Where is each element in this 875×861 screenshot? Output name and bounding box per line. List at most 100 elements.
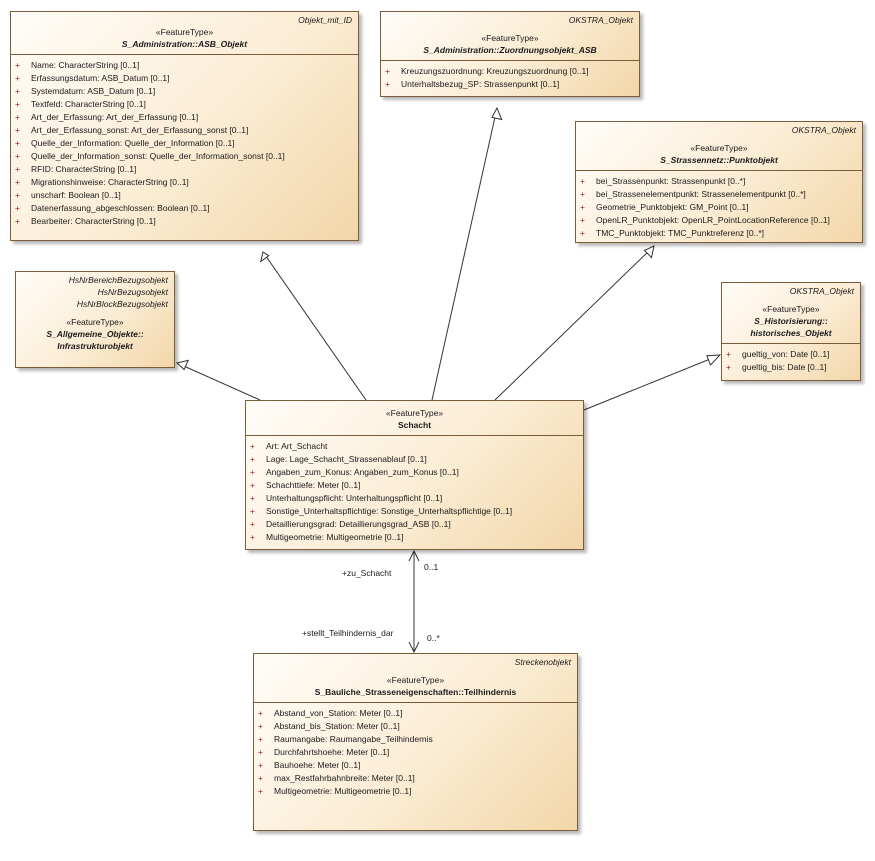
generalization-infrastrukturobjekt [176, 362, 261, 401]
class-zuordnungsobjekt-asb[interactable]: OKSTRA_Objekt «FeatureType» S_Administra… [380, 11, 640, 97]
attribute-row[interactable]: +Systemdatum: ASB_Datum [0..1] [15, 85, 354, 98]
class-asb-objekt[interactable]: Objekt_mit_ID «FeatureType» S_Administra… [10, 11, 359, 241]
attribute-row[interactable]: +Quelle_der_Information: Quelle_der_Info… [15, 137, 354, 150]
attribute-row[interactable]: +OpenLR_Punktobjekt: OpenLR_PointLocatio… [580, 214, 858, 227]
visibility-marker: + [726, 362, 731, 372]
attribute-row[interactable]: +Bearbeiter: CharacterString [0..1] [15, 215, 354, 228]
attribute-row[interactable]: +Unterhaltungspflicht: Unterhaltungspfli… [250, 492, 579, 505]
multiplicity-upper: 0..1 [424, 562, 439, 572]
attribute-text: Textfeld: CharacterString [0..1] [31, 99, 146, 109]
visibility-marker: + [385, 66, 390, 76]
class-historisches-objekt[interactable]: OKSTRA_Objekt «FeatureType» S_Historisie… [721, 282, 861, 381]
visibility-marker: + [580, 215, 585, 225]
class-name-line2: historisches_Objekt [750, 328, 832, 338]
attribute-row[interactable]: + Sonstige_Unterhaltspflichtige: Sonstige… [250, 505, 579, 518]
visibility-marker: + [258, 734, 263, 744]
attribute-row[interactable]: +Raumangabe: Raumangabe_Teilhindernis [258, 733, 573, 746]
visibility-marker: + [15, 112, 20, 122]
stereotype-label: «FeatureType» [385, 408, 444, 418]
attribute-list: +Name: CharacterString [0..1]+Erfassungs… [11, 54, 358, 230]
visibility-marker: + [250, 506, 255, 516]
attribute-row[interactable]: + Angaben_zum_Konus: Angaben_zum_Konus [0… [250, 466, 579, 479]
attribute-row[interactable]: +Durchfahrtshoehe: Meter [0..1] [258, 746, 573, 759]
class-schacht[interactable]: «FeatureType» Schacht +Art: Art_Schacht+… [245, 400, 584, 550]
attribute-row[interactable]: +Name: CharacterString [0..1] [15, 59, 354, 72]
attribute-text: bei_Strassenelementpunkt: Strassenelemen… [596, 189, 806, 199]
attribute-text: Art_der_Erfassung_sonst: Art_der_Erfassu… [31, 125, 249, 135]
class-header: OKSTRA_Objekt «FeatureType» S_Administra… [381, 12, 639, 60]
attribute-text: Art_der_Erfassung: Art_der_Erfassung [0.… [31, 112, 199, 122]
attribute-text: bei_Strassenpunkt: Strassenpunkt [0..*] [596, 176, 746, 186]
role-label-zu-schacht: +zu_Schacht [342, 568, 392, 578]
association-arrow-upper [408, 549, 420, 562]
attribute-text: Lage: Lage_Schacht_Strassenablauf [0..1] [266, 454, 427, 464]
generalization-asb-objekt [262, 251, 367, 401]
attribute-row[interactable]: + Art_der_Erfassung_sonst: Art_der_Erfass… [15, 124, 354, 137]
attribute-row[interactable]: +Art: Art_Schacht [250, 440, 579, 453]
attribute-row[interactable]: +Multigeometrie: Multigeometrie [0..1] [258, 785, 573, 798]
attribute-row[interactable]: + bei_Strassenpunkt: Strassenpunkt [0..*] [580, 175, 858, 188]
multiplicity-lower: 0..* [427, 633, 440, 643]
class-header: HsNrBereichBezugsobjekt HsNrBezugsobjekt… [16, 272, 174, 356]
visibility-marker: + [15, 125, 20, 135]
attribute-row[interactable]: +Abstand_von_Station: Meter [0..1] [258, 707, 573, 720]
visibility-marker: + [15, 99, 20, 109]
visibility-marker: + [15, 86, 20, 96]
class-infrastrukturobjekt[interactable]: HsNrBereichBezugsobjekt HsNrBezugsobjekt… [15, 271, 175, 368]
class-header: Objekt_mit_ID «FeatureType» S_Administra… [11, 12, 358, 54]
attribute-row[interactable]: +gueltig_bis: Date [0..1] [726, 361, 856, 374]
attribute-row[interactable]: +unscharf: Boolean [0..1] [15, 189, 354, 202]
attribute-text: Bearbeiter: CharacterString [0..1] [31, 216, 156, 226]
attribute-row[interactable]: +Multigeometrie: Multigeometrie [0..1] [250, 531, 579, 544]
class-name: S_Administration::Zuordnungsobjekt_ASB [423, 45, 597, 55]
attribute-row[interactable]: +Abstand_bis_Station: Meter [0..1] [258, 720, 573, 733]
visibility-marker: + [15, 73, 20, 83]
visibility-marker: + [580, 176, 585, 186]
class-name-line2: Infrastrukturobjekt [57, 341, 133, 351]
attribute-row[interactable]: +Detaillierungsgrad: Detaillierungsgrad_… [250, 518, 579, 531]
attribute-row[interactable]: +Schachttiefe: Meter [0..1] [250, 479, 579, 492]
attribute-row[interactable]: +Migrationshinweise: CharacterString [0.… [15, 176, 354, 189]
class-punktobjekt[interactable]: OKSTRA_Objekt «FeatureType» S_Strassenne… [575, 121, 863, 243]
attribute-row[interactable]: +RFID: CharacterString [0..1] [15, 163, 354, 176]
visibility-marker: + [250, 454, 255, 464]
parent-class-label: Streckenobjekt [514, 657, 571, 667]
attribute-row[interactable]: +max_Restfahrbahnbreite: Meter [0..1] [258, 772, 573, 785]
stereotype-label: «FeatureType» [690, 143, 748, 153]
class-header: OKSTRA_Objekt «FeatureType» S_Historisie… [722, 283, 860, 343]
parent-class-label: OKSTRA_Objekt [789, 286, 854, 296]
class-teilhindernis[interactable]: Streckenobjekt «FeatureType» S_Bauliche_… [253, 653, 578, 831]
attribute-row[interactable]: + Textfeld: CharacterString [0..1] [15, 98, 354, 111]
attribute-row[interactable]: +Unterhaltsbezug_SP: Strassenpunkt [0..1… [385, 78, 635, 91]
attribute-row[interactable]: +Erfassungsdatum: ASB_Datum [0..1] [15, 72, 354, 85]
visibility-marker: + [258, 786, 263, 796]
stereotype-label: «FeatureType» [66, 317, 124, 327]
attribute-text: max_Restfahrbahnbreite: Meter [0..1] [274, 773, 415, 783]
attribute-text: Migrationshinweise: CharacterString [0..… [31, 177, 189, 187]
attribute-row[interactable]: + Lage: Lage_Schacht_Strassenablauf [0..1… [250, 453, 579, 466]
attribute-row[interactable]: + Art_der_Erfassung: Art_der_Erfassung [0… [15, 111, 354, 124]
attribute-text: Sonstige_Unterhaltspflichtige: Sonstige_… [266, 506, 513, 516]
stereotype-label: «FeatureType» [481, 33, 539, 43]
attribute-list: +Art: Art_Schacht+Lage: Lage_Schacht_Str… [246, 435, 583, 546]
attribute-list: + bei_Strassenpunkt: Strassenpunkt [0..*]… [576, 170, 862, 242]
attribute-row[interactable]: +Datenerfassung_abgeschlossen: Boolean [… [15, 202, 354, 215]
visibility-marker: + [250, 467, 255, 477]
class-header: «FeatureType» Schacht [246, 401, 583, 435]
attribute-row[interactable]: +bei_Strassenelementpunkt: Strasseneleme… [580, 188, 858, 201]
attribute-row[interactable]: +TMC_Punktobjekt: TMC_Punktreferenz [0..… [580, 227, 858, 240]
attribute-row[interactable]: +Quelle_der_Information_sonst: Quelle_de… [15, 150, 354, 163]
class-name-line1: S_Historisierung:: [754, 316, 828, 326]
attribute-text: Angaben_zum_Konus: Angaben_zum_Konus [0.… [266, 467, 459, 477]
visibility-marker: + [258, 721, 263, 731]
parent-class-label: HsNrBlockBezugsobjekt [76, 299, 168, 309]
attribute-row[interactable]: +Kreuzungszuordnung: Kreuzungszuordnung … [385, 65, 635, 78]
class-name: Schacht [397, 420, 432, 430]
visibility-marker: + [580, 202, 585, 212]
attribute-row[interactable]: +Bauhoehe: Meter [0..1] [258, 759, 573, 772]
attribute-row[interactable]: +Geometrie_Punktobjekt: GM_Point [0..1] [580, 201, 858, 214]
generalization-punktobjekt [494, 245, 655, 401]
attribute-row[interactable]: +gueltig_von: Date [0..1] [726, 348, 856, 361]
attribute-text: Unterhaltsbezug_SP: Strassenpunkt [0..1] [401, 79, 560, 89]
